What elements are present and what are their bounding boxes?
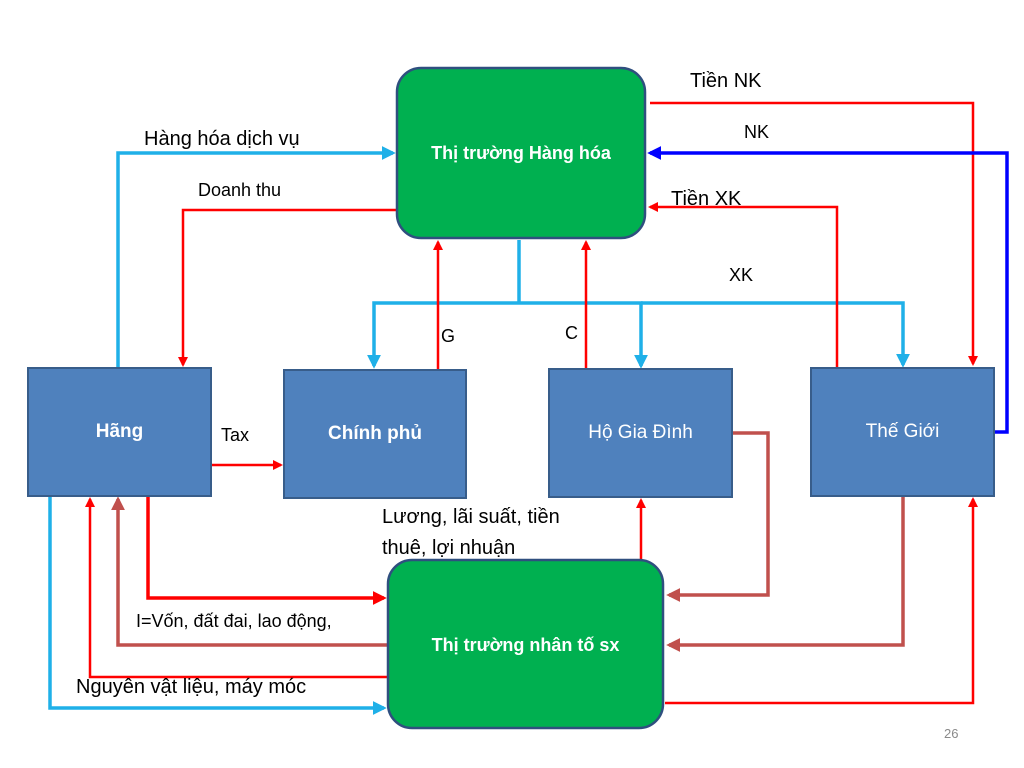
- flow-factor-to-world: [665, 497, 978, 705]
- flow-goods-services: [116, 146, 396, 368]
- label-investment: I=Vốn, đất đai, lao động,: [136, 611, 332, 631]
- page-number: 26: [944, 726, 959, 741]
- label-goods-services: Hàng hóa dịch vụ: [144, 128, 300, 150]
- factor-market-box: [386, 558, 665, 730]
- label-import-money: Tiền NK: [690, 70, 762, 92]
- label-income-line2: thuê, lợi nhuận: [382, 537, 516, 559]
- firm-label: Hãng: [95, 421, 144, 442]
- flow-revenue: [178, 208, 396, 367]
- flow-household-to-factor: [666, 431, 770, 602]
- label-tax: Tax: [221, 425, 250, 445]
- flow-import: [647, 146, 1009, 434]
- household-label: Hộ Gia Đình: [588, 422, 693, 443]
- goods-market-box: [395, 66, 647, 240]
- flow-world-to-factor: [666, 497, 905, 652]
- goods-market-title: Thị trường Hàng hóa: [431, 142, 611, 163]
- label-export-money: Tiền XK: [671, 188, 742, 210]
- label-revenue: Doanh thu: [198, 180, 282, 200]
- label-c: C: [565, 323, 578, 343]
- flow-import-money: [650, 101, 978, 366]
- flow-goods-to-world: [641, 301, 910, 368]
- factor-market-title: Thị trường nhân tố sx: [431, 634, 620, 655]
- household-box: [548, 368, 733, 498]
- label-income-line1: Lương, lãi suất, tiền: [382, 506, 560, 528]
- flow-goods-to-government: [367, 301, 519, 369]
- label-import: NK: [744, 122, 770, 142]
- label-export: XK: [729, 265, 754, 285]
- label-g: G: [441, 326, 456, 346]
- government-label: Chính phủ: [328, 423, 422, 444]
- label-materials: Nguyên vật liệu, máy móc: [76, 676, 307, 698]
- flow-factor-to-firm-investment: [111, 496, 392, 647]
- flow-firm-to-factor: [146, 497, 387, 605]
- flow-goods-to-household: [519, 301, 648, 369]
- firm-box: [27, 367, 212, 497]
- government-box: [283, 369, 467, 499]
- flow-materials: [48, 497, 387, 715]
- flow-export-money: [648, 202, 839, 368]
- flow-factor-to-firm: [85, 497, 392, 679]
- world-box: [810, 367, 995, 497]
- world-label: Thế Giới: [865, 421, 940, 442]
